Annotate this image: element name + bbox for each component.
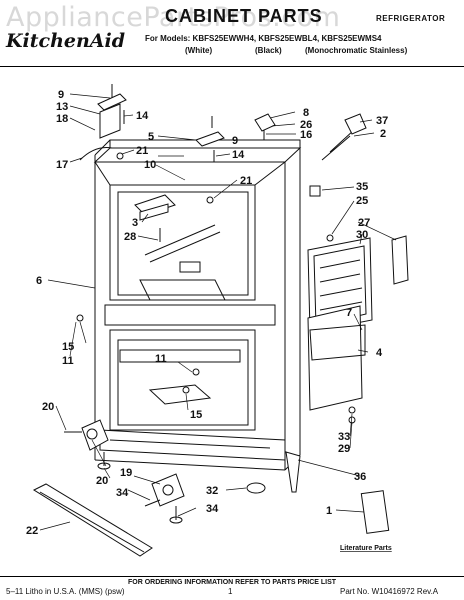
part-32 [246,482,266,494]
callout-37: 37 [376,115,388,127]
callout-18: 18 [56,113,68,125]
callout-3: 3 [132,217,138,229]
part-number: Part No. W10416972 Rev.A [340,587,439,596]
variant-black: (Black) [255,46,282,55]
callout-4: 4 [376,347,383,359]
litho-info: 5–11 Litho in U.S.A. (MMS) (psw) [6,587,125,596]
base-grille [32,483,153,557]
callout-32: 32 [206,485,218,497]
callout-17: 17 [56,159,68,171]
screw-33 [348,406,356,414]
callout-14: 14 [232,149,245,161]
callout-30: 30 [356,229,368,241]
ordering-notice: FOR ORDERING INFORMATION REFER TO PARTS … [127,579,337,586]
part-36-clip [285,451,301,493]
callout-1: 1 [326,505,332,517]
callout-11: 11 [155,353,167,365]
drawer-front-panel [307,305,366,411]
bottom-hinge-left [64,419,109,451]
screw-25 [326,234,334,242]
screw-21b [206,196,214,204]
leveling-leg-right [169,506,183,524]
hinge-cover-right [254,113,276,140]
callout-25: 25 [356,195,368,207]
variant-stainless: (Monochromatic Stainless) [305,46,408,55]
callout-8: 8 [303,107,309,119]
screw-15b [182,386,190,394]
callout-7: 7 [346,307,352,319]
callout-9: 9 [232,135,238,147]
screw-11b [192,368,200,376]
callout-22: 22 [26,525,38,537]
part-27-bracket [391,235,409,285]
callout-21: 21 [240,175,252,187]
models-line: For Models: KBFS25EWWH4, KBFS25EWBL4, KB… [145,34,382,43]
callout-15: 15 [190,409,202,421]
callout-29: 29 [338,443,350,455]
part-35 [309,185,321,197]
callout-13: 13 [56,101,68,113]
literature-booklet [360,490,390,534]
callout-26: 26 [300,119,312,131]
handle-top-right [321,113,367,161]
callout-9: 9 [58,89,64,101]
callout-numbers: 9 13 14 18 17 5 9 10 14 21 21 8 26 16 37… [26,89,392,552]
callout-34: 34 [206,503,219,515]
callout-20: 20 [96,475,108,487]
callout-10: 10 [144,159,156,171]
page-title: CABINET PARTS [165,6,323,26]
callout-33: 33 [338,431,350,443]
screw-15a [76,314,84,322]
top-hinge-center [195,116,225,162]
callout-20: 20 [42,401,54,413]
category-label: REFRIGERATOR [376,14,446,23]
callout-27: 27 [358,217,370,229]
page-number: 1 [228,587,233,596]
leader-lines [39,93,397,531]
callout-11: 11 [62,355,74,367]
callout-34: 34 [116,487,129,499]
callout-36: 36 [354,471,366,483]
watermark: AppliancePartsPros.com [6,2,341,33]
header-rule [0,66,464,67]
callout-21: 21 [136,145,148,157]
variant-white: (White) [185,46,213,55]
callout-2: 2 [380,128,386,140]
screw-21a [116,152,124,160]
callout-5: 5 [148,131,154,143]
callout-28: 28 [124,231,136,243]
leveling-leg-left [97,452,111,470]
footer-rule [0,576,464,577]
callout-35: 35 [356,181,368,193]
brand-logo: KitchenAid [6,30,126,52]
top-hinge-left [79,84,127,161]
control-housing [134,194,176,242]
callout-15: 15 [62,341,74,353]
literature-label: Literature Parts [340,545,392,552]
callout-16: 16 [300,129,312,141]
callout-14: 14 [136,110,149,122]
bottom-hinge-right [144,473,185,507]
callout-19: 19 [120,467,132,479]
callout-6: 6 [36,275,42,287]
